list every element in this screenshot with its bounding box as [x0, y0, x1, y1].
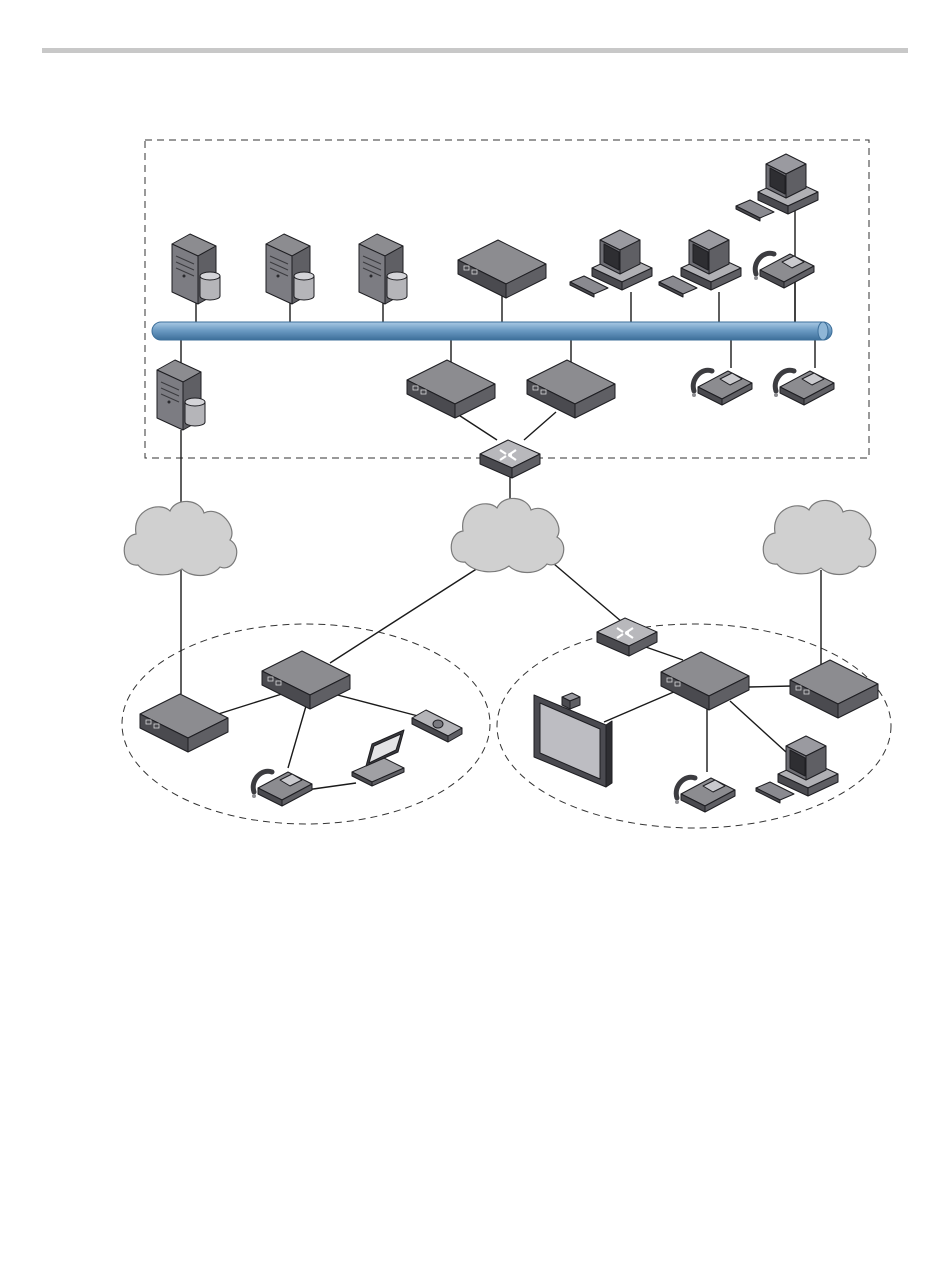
server-icon [266, 234, 314, 304]
link-right-site-device-1-to-right-site-workstation [730, 701, 786, 752]
cloud-left [124, 501, 237, 575]
link-right-site-device-1-to-right-site-device-2 [749, 686, 792, 687]
link-left-site-device-2-to-left-site-device-1 [212, 693, 285, 716]
link-left-site-device-2-to-left-site-camera [330, 693, 418, 716]
network-device-icon [790, 660, 878, 718]
cloud-right [763, 500, 876, 574]
ip-phone-icon [692, 370, 752, 405]
desktop-computer-icon [570, 230, 652, 297]
link-cloud-center-to-left-site-device-2 [330, 568, 478, 663]
server-icon [359, 234, 407, 304]
network-device-icon [407, 360, 495, 418]
network-device-icon [140, 694, 228, 752]
lan-backbone [152, 322, 832, 340]
regions-layer [122, 140, 891, 828]
link-gateway-mid-2-to-router-main [524, 412, 556, 440]
cloud-center [451, 498, 564, 572]
server-icon [157, 360, 205, 430]
network-device-icon [527, 360, 615, 418]
laptop-icon [352, 730, 404, 786]
camera-icon [412, 710, 462, 742]
desktop-computer-icon [756, 736, 838, 803]
desktop-computer-icon [736, 154, 818, 221]
server-icon [172, 234, 220, 304]
link-right-site-device-1-to-right-site-display [604, 688, 683, 722]
link-left-site-device-2-to-left-site-phone [288, 706, 306, 768]
ip-phone-icon [754, 253, 814, 288]
ip-phone-icon [774, 370, 834, 405]
network-device-icon [262, 651, 350, 709]
devices-layer [140, 154, 878, 812]
desktop-computer-icon [659, 230, 741, 297]
link-left-site-phone-to-left-site-laptop [306, 783, 356, 790]
video-display-icon [534, 693, 612, 787]
ip-phone-icon [675, 777, 735, 812]
router-icon [597, 618, 657, 656]
main-site-boundary [145, 140, 869, 458]
network-device-icon [458, 240, 546, 298]
router-icon [480, 440, 540, 478]
link-cloud-center-to-right-site-router [547, 558, 622, 622]
ip-phone-icon [252, 771, 312, 806]
network-device-icon [661, 652, 749, 710]
